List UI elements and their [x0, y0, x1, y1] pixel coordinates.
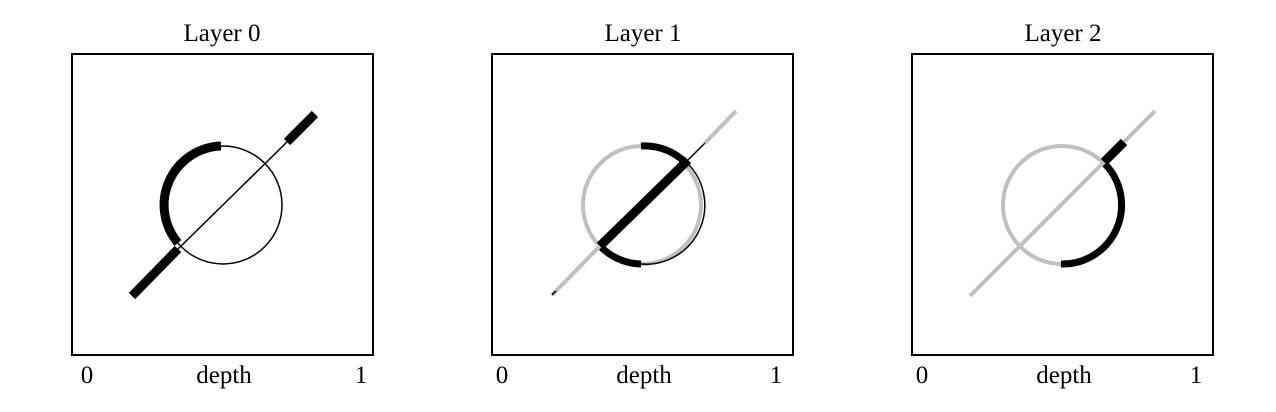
- line-upper-segment: [283, 110, 319, 146]
- plot-frame: [491, 53, 794, 356]
- circle-highlight-arc: [159, 141, 222, 246]
- x-axis-label: depth: [196, 362, 252, 389]
- circle-highlight-top-arc: [640, 142, 689, 166]
- plot-frame: [71, 53, 374, 356]
- circle-path-active: [640, 161, 706, 265]
- line-lower-segment: [550, 244, 602, 297]
- line-upper-highlight: [1100, 138, 1128, 166]
- panel-layer-2: Layer 2 0 depth 1: [911, 20, 1214, 389]
- x-axis-min-label: 0: [916, 362, 929, 389]
- panel-layer-0: Layer 0 0 depth 1: [71, 20, 374, 389]
- x-axis-label: depth: [1036, 362, 1092, 389]
- x-axis-max-label: 1: [355, 362, 368, 389]
- x-axis-min-label: 0: [496, 362, 509, 389]
- plot-frame: [911, 53, 1214, 356]
- line-lower-tip: [551, 290, 557, 296]
- line-middle-segment: [177, 141, 288, 250]
- line-middle-segment: [596, 156, 692, 250]
- panel-title: Layer 2: [1024, 20, 1101, 47]
- line-inactive: [968, 109, 1157, 298]
- circle-highlight-bottom-arc: [597, 243, 642, 268]
- line-upper-thin-segment: [687, 142, 706, 161]
- x-axis-max-label: 1: [770, 362, 783, 389]
- panel-title: Layer 0: [183, 20, 260, 47]
- line-lower-segment: [128, 245, 182, 300]
- x-axis-label: depth: [616, 362, 672, 389]
- line-upper-segment: [703, 109, 738, 145]
- circle-highlight-arc: [1060, 161, 1126, 268]
- panel-layer-1: Layer 1 0 depth 1: [491, 20, 794, 389]
- panel-title: Layer 1: [604, 20, 681, 47]
- x-axis-min-label: 0: [81, 362, 94, 389]
- x-axis-max-label: 1: [1190, 362, 1203, 389]
